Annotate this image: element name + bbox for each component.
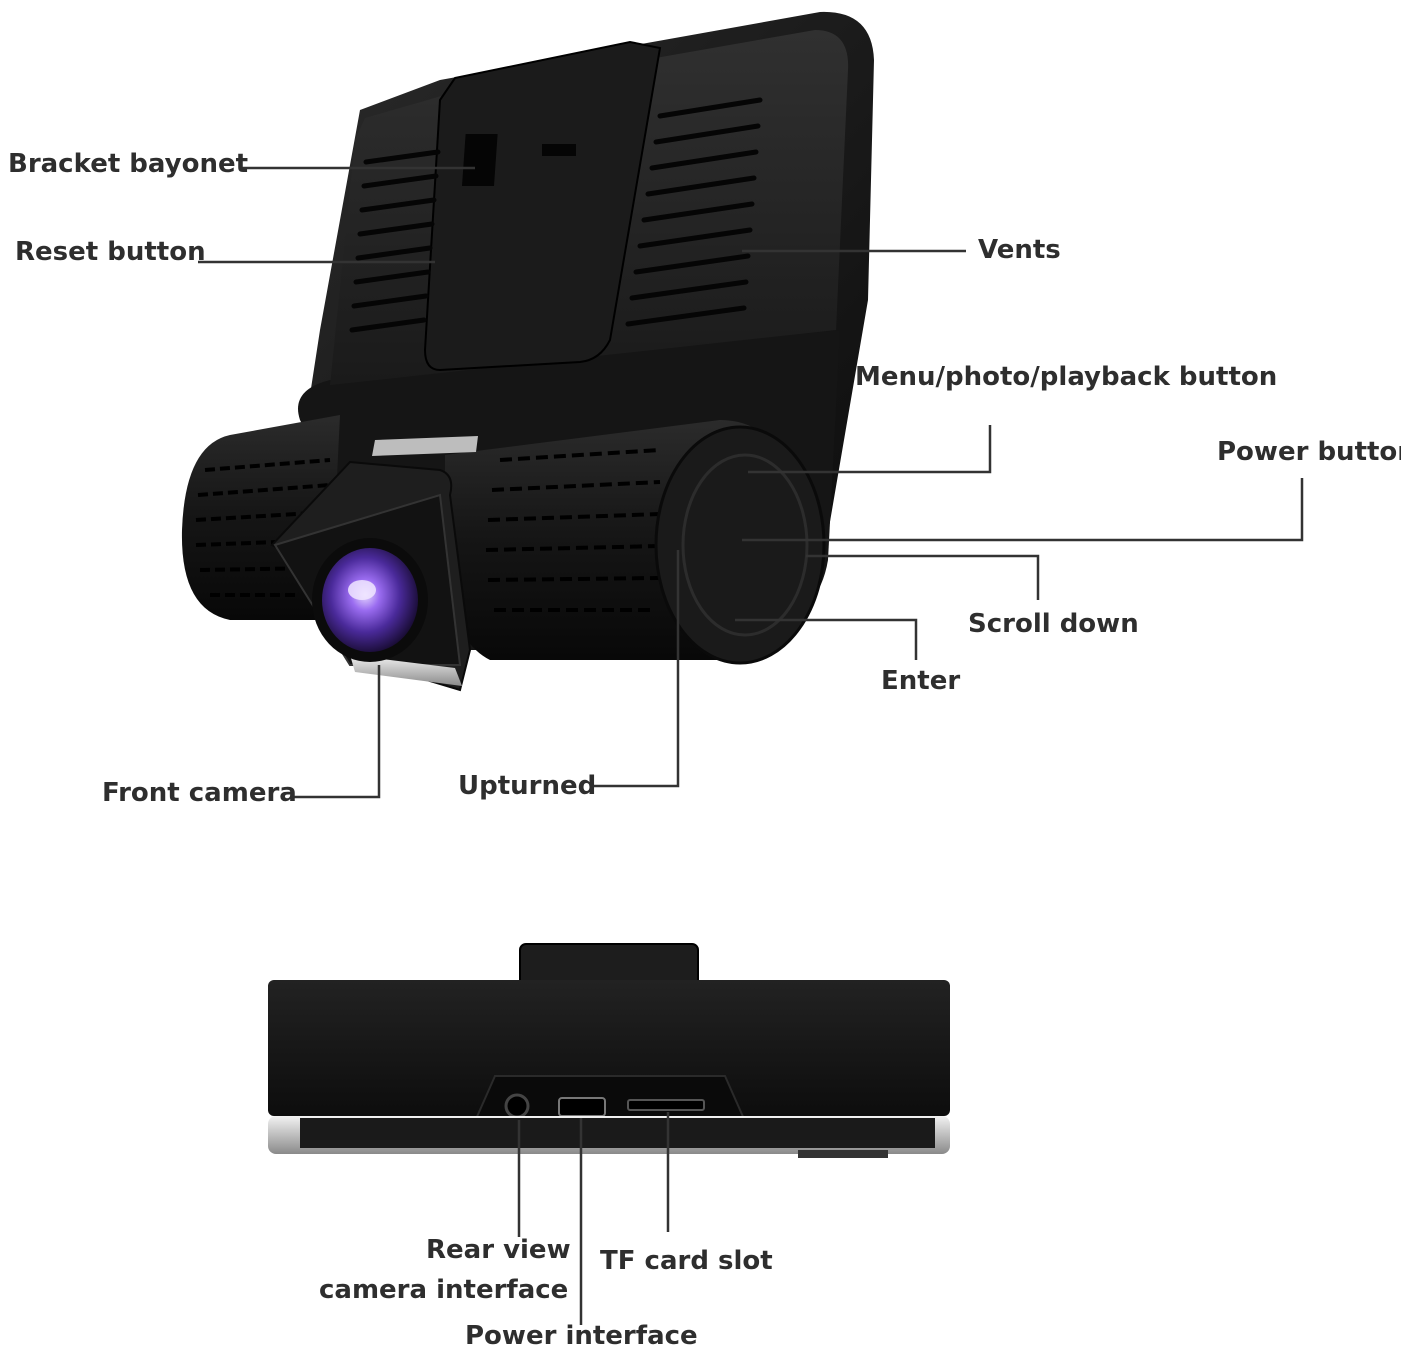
label-menu-button: Menu/photo/playback button: [855, 362, 1278, 392]
tf-card-slot-opening: [627, 1099, 705, 1111]
label-upturned: Upturned: [458, 771, 597, 801]
label-front-camera: Front camera: [102, 778, 297, 808]
power-port: [558, 1097, 606, 1117]
bracket-bayonet-slot: [461, 134, 498, 186]
line-front-camera: [292, 665, 381, 799]
lens-silver-rim: [350, 655, 462, 686]
top-accent: [372, 436, 478, 456]
label-vents: Vents: [978, 235, 1061, 265]
side-button-ring: [681, 453, 809, 637]
lens-highlight: [348, 580, 376, 600]
right-vents: [625, 97, 763, 327]
left-vents: [349, 149, 441, 333]
label-rear-view-line1: Rear view: [426, 1235, 571, 1265]
label-reset-button: Reset button: [15, 237, 206, 267]
dashcam-top-view: [181, 11, 874, 692]
line-enter: [735, 618, 918, 660]
label-rear-view-line2: camera interface: [319, 1275, 569, 1305]
label-enter: Enter: [881, 666, 961, 696]
line-scroll-down: [806, 554, 1040, 600]
line-power-button: [742, 478, 1304, 542]
leader-lines: [198, 166, 1304, 1325]
label-power-interface: Power interface: [465, 1321, 698, 1351]
bottom-dark-strip: [300, 1118, 935, 1148]
dashcam-bottom-view: [268, 943, 950, 1158]
front-lens: [322, 548, 418, 652]
bracket-mount: [423, 40, 662, 372]
label-tf-card-slot: TF card slot: [600, 1246, 773, 1276]
side-button-panel: [654, 425, 826, 665]
line-menu-button: [748, 425, 992, 474]
right-cylinder-vents: [485, 448, 661, 612]
bottom-foot: [798, 1150, 888, 1158]
bottom-body: [268, 980, 950, 1116]
line-upturned: [590, 550, 680, 788]
reset-hole: [542, 144, 576, 156]
label-scroll-down: Scroll down: [968, 609, 1139, 639]
rear-camera-port: [504, 1093, 530, 1119]
label-power-button: Power button: [1217, 437, 1401, 467]
label-bracket-bayonet: Bracket bayonet: [8, 149, 249, 179]
